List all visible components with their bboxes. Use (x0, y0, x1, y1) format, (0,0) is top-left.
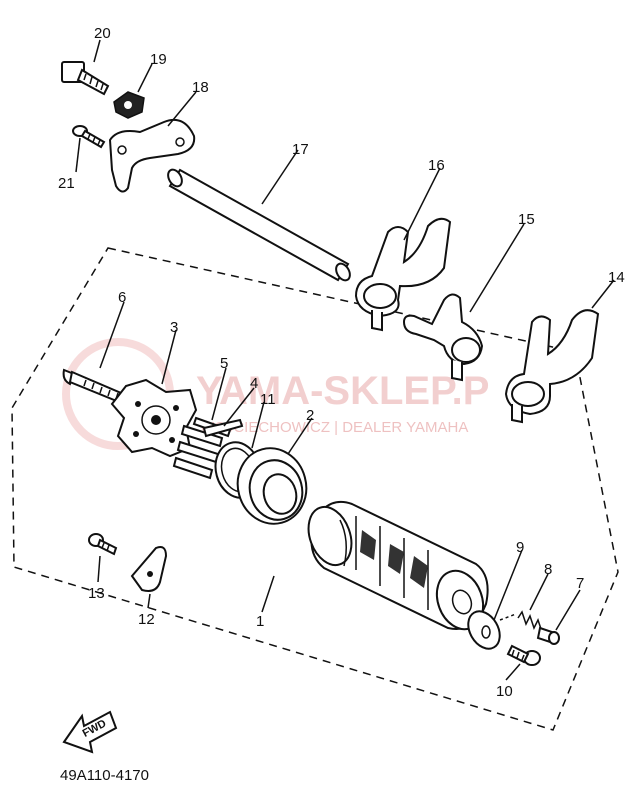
segment-3 (110, 378, 198, 458)
screw-13 (88, 533, 118, 556)
label-3: 3 (170, 319, 178, 336)
label-5: 5 (220, 355, 228, 372)
label-4: 4 (250, 375, 258, 392)
bracket-18 (108, 118, 196, 193)
label-11: 11 (260, 391, 276, 408)
watermark-brand: YAMA-SKLEP.P (196, 369, 489, 413)
shift-cam-1 (307, 500, 489, 631)
label-7: 7 (576, 575, 584, 592)
stopper-lever-12 (130, 546, 168, 592)
label-20: 20 (94, 25, 111, 42)
label-14: 14 (608, 269, 625, 286)
label-16: 16 (428, 157, 445, 174)
pin-7 (536, 626, 560, 645)
watermark-dealer: WOJCIECHOWICZ | DEALER YAMAHA (200, 419, 468, 436)
label-19: 19 (150, 51, 167, 68)
washer-9 (467, 610, 501, 650)
label-12: 12 (138, 611, 155, 628)
label-15: 15 (518, 211, 535, 228)
spring-8 (517, 610, 543, 633)
label-6: 6 (118, 289, 126, 306)
screw-21 (72, 125, 106, 149)
screw-10 (506, 644, 541, 666)
label-2: 2 (306, 407, 314, 424)
bolt-20 (61, 61, 110, 96)
shaft-17 (167, 168, 351, 282)
shift-fork-14 (504, 309, 600, 424)
label-8: 8 (544, 561, 552, 578)
label-21: 21 (58, 175, 75, 192)
part-labels: 20 19 18 21 17 16 15 14 6 3 5 4 11 2 1 9… (58, 25, 625, 700)
diagram-code: 49A110-4170 (60, 767, 149, 784)
label-17: 17 (292, 141, 309, 158)
watermark: YAMA-SKLEP.P WOJCIECHOWICZ | DEALER YAMA… (62, 338, 489, 450)
label-13: 13 (88, 585, 105, 602)
pin-4 (202, 418, 244, 438)
label-9: 9 (516, 539, 524, 556)
label-1: 1 (256, 613, 264, 630)
shift-fork-16 (354, 217, 452, 332)
label-10: 10 (496, 683, 513, 700)
label-18: 18 (192, 79, 209, 96)
shift-fork-15 (402, 293, 484, 382)
bolt-6 (62, 368, 130, 406)
bearing-2 (236, 447, 308, 525)
fwd-arrow: FWD (62, 710, 118, 754)
leader-lines (75, 39, 615, 681)
